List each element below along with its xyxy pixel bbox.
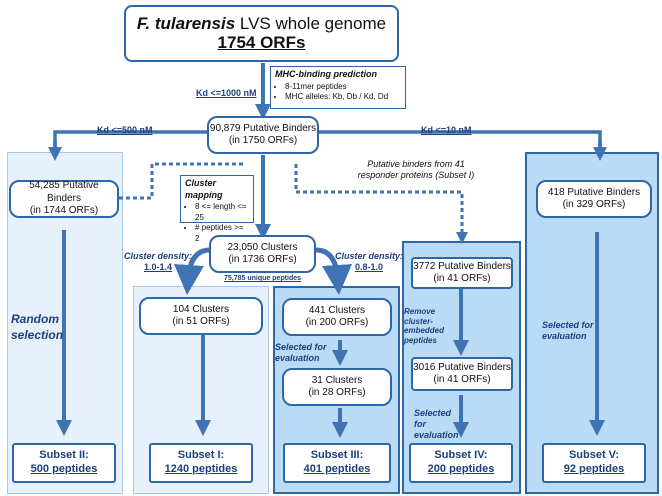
random-selection-label: Random selection bbox=[11, 312, 64, 342]
box-line: (in 200 ORFs) bbox=[305, 317, 369, 328]
kd-500-label: Kd <=500 nM bbox=[97, 125, 153, 135]
putative-binders-3772: 3772 Putative Binders (in 41 ORFs) bbox=[411, 257, 513, 289]
subset-name: Subset V: bbox=[568, 449, 620, 462]
subset-name: Subset I: bbox=[177, 449, 225, 462]
box-line: 90,879 Putative Binders bbox=[209, 122, 317, 134]
box-line: 441 Clusters bbox=[308, 304, 366, 316]
cluster-mapping-note: Cluster mapping 8 <= length <= 25 # pept… bbox=[180, 175, 254, 243]
box-line: 104 Clusters bbox=[172, 303, 230, 315]
box-line: 23,050 Clusters bbox=[227, 241, 298, 253]
box-line: 3772 Putative Binders bbox=[413, 260, 511, 272]
putative-binders-54285: 54,285 Putative Binders (in 1744 ORFs) bbox=[9, 180, 119, 218]
box-line: (in 51 ORFs) bbox=[172, 316, 230, 327]
box-line: 3016 Putative Binders bbox=[413, 361, 511, 373]
mhc-note-title: MHC-binding prediction bbox=[275, 69, 377, 79]
unique-peptides-label: 75,785 unique peptides bbox=[224, 275, 302, 282]
box-line: 54,285 Putative Binders bbox=[29, 180, 99, 204]
box-line: (in 1750 ORFs) bbox=[228, 135, 298, 146]
cluster-note-item: # peptides >= 2 bbox=[195, 223, 249, 244]
clusters-31: 31 Clusters (in 28 ORFs) bbox=[282, 368, 392, 406]
box-line: (in 28 ORFs) bbox=[308, 387, 366, 398]
genome-title-species: F. tularensis bbox=[136, 13, 236, 33]
subset-name: Subset IV: bbox=[434, 449, 488, 462]
subset-count: 200 peptides bbox=[427, 463, 495, 475]
clusters-23050: 23,050 Clusters (in 1736 ORFs) bbox=[209, 235, 316, 273]
subset-count: 401 peptides bbox=[303, 463, 371, 475]
cluster-note-title: Cluster mapping bbox=[185, 178, 223, 200]
subset-name: Subset III: bbox=[310, 449, 364, 462]
remove-cluster-label: Remove cluster-embedded peptides bbox=[404, 307, 445, 345]
putative-binders-3016: 3016 Putative Binders (in 41 ORFs) bbox=[411, 357, 513, 391]
putative-binders-main: 90,879 Putative Binders (in 1750 ORFs) bbox=[207, 116, 319, 154]
subset-count: 500 peptides bbox=[30, 463, 98, 475]
density-right-text: Cluster density: bbox=[335, 251, 404, 261]
kd-10-label: Kd <=10 nM bbox=[421, 125, 472, 135]
putative-binders-418: 418 Putative Binders (in 329 ORFs) bbox=[536, 180, 652, 218]
box-line: (in 1736 ORFs) bbox=[228, 254, 297, 265]
genome-title-rest: LVS whole genome bbox=[235, 13, 387, 33]
genome-box: F. tularensis LVS whole genome 1754 ORFs bbox=[124, 5, 399, 62]
box-line: 418 Putative Binders bbox=[547, 186, 641, 198]
subset-v-box: Subset V: 92 peptides bbox=[542, 443, 646, 483]
subset-iv-box: Subset IV: 200 peptides bbox=[409, 443, 513, 483]
subset-count: 92 peptides bbox=[563, 463, 625, 475]
mhc-note-item: MHC alleles: Kb, Db / Kd, Dd bbox=[285, 92, 401, 102]
clusters-104: 104 Clusters (in 51 ORFs) bbox=[139, 297, 263, 335]
selected-evaluation-label: Selected for evaluation bbox=[275, 342, 327, 363]
genome-orfs: 1754 ORFs bbox=[217, 33, 306, 53]
subset-name: Subset II: bbox=[39, 449, 89, 462]
density-right-value: 0.8-1.0 bbox=[354, 261, 384, 272]
density-left-text: Cluster density: bbox=[124, 251, 193, 261]
subset-ii-box: Subset II: 500 peptides bbox=[12, 443, 116, 483]
clusters-441: 441 Clusters (in 200 ORFs) bbox=[282, 298, 392, 336]
subset-i-box: Subset I: 1240 peptides bbox=[149, 443, 253, 483]
mhc-binding-note: MHC-binding prediction 8-11mer peptides … bbox=[270, 66, 406, 109]
selected-evaluation-label: Selected for evaluation bbox=[542, 320, 594, 341]
density-left-value: 1.0-1.4 bbox=[143, 261, 173, 272]
kd-1000-label: Kd <=1000 nM bbox=[196, 88, 257, 98]
mhc-note-item: 8-11mer peptides bbox=[285, 82, 401, 92]
box-line: (in 329 ORFs) bbox=[562, 199, 626, 210]
density-right-label: Cluster density: 0.8-1.0 bbox=[335, 251, 403, 273]
responder-note: Putative binders from 41 responder prote… bbox=[357, 159, 475, 181]
box-line: (in 41 ORFs) bbox=[433, 273, 491, 284]
subset-count: 1240 peptides bbox=[164, 463, 238, 475]
density-left-label: Cluster density: 1.0-1.4 bbox=[124, 251, 192, 273]
subset-iii-box: Subset III: 401 peptides bbox=[283, 443, 391, 483]
box-line: 31 Clusters bbox=[311, 374, 363, 386]
cluster-note-item: 8 <= length <= 25 bbox=[195, 202, 249, 223]
selected-evaluation-label: Selected for evaluation bbox=[414, 408, 459, 440]
box-line: (in 41 ORFs) bbox=[433, 374, 491, 385]
box-line: (in 1744 ORFs) bbox=[29, 205, 99, 217]
